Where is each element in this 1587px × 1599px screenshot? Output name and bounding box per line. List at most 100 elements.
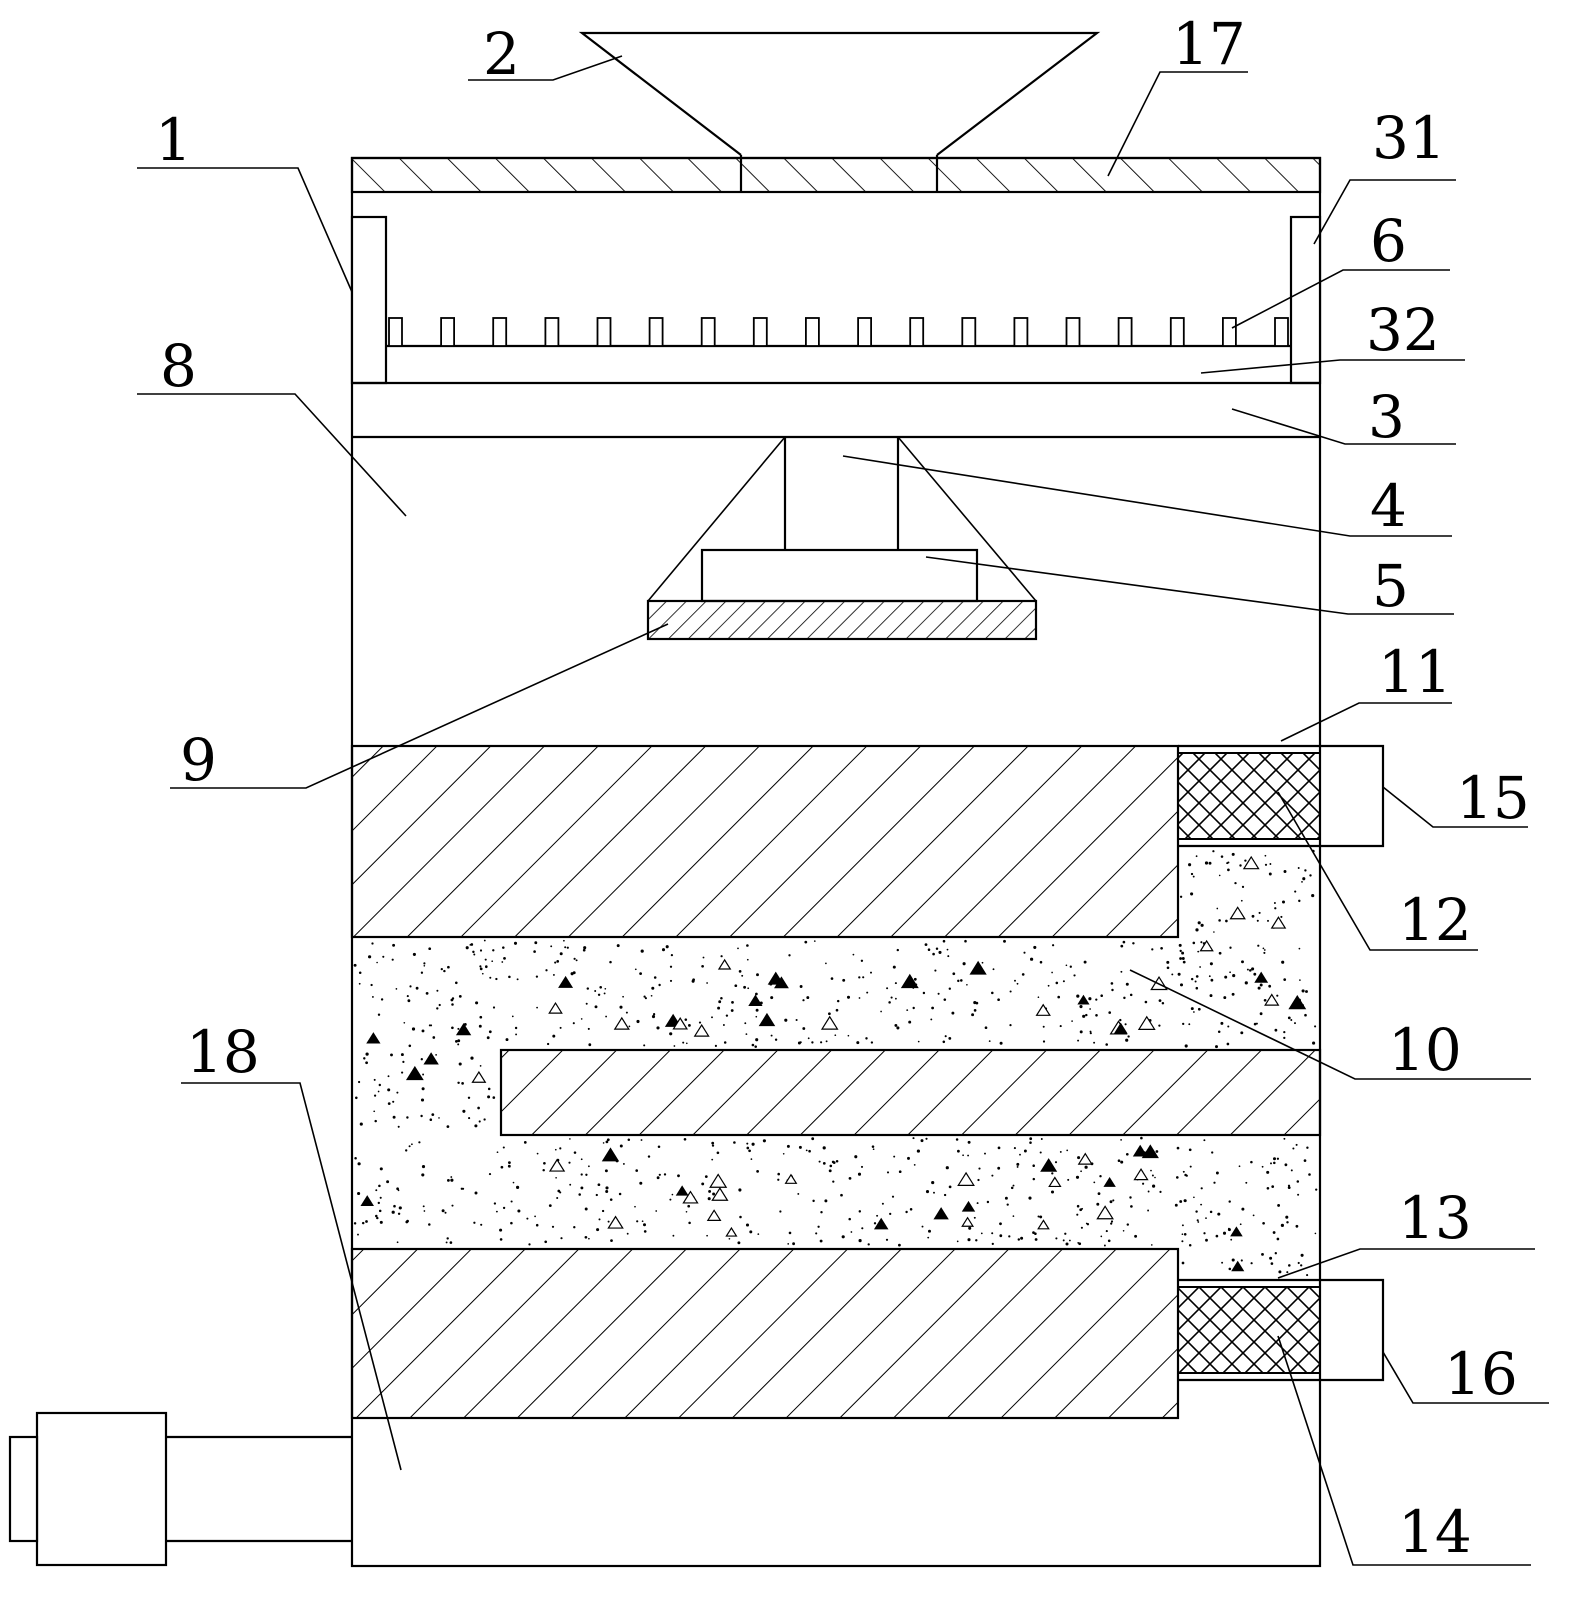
filter-grain: [1188, 863, 1192, 867]
filter-grain: [925, 1137, 928, 1140]
filter-grain: [1205, 1238, 1208, 1242]
filter-grain: [474, 1191, 478, 1195]
filter-grain: [580, 1018, 583, 1020]
filter-grain: [354, 1156, 357, 1160]
filter-grain: [1182, 1170, 1185, 1173]
filter-stone: [1230, 1226, 1243, 1237]
filter-grain: [387, 1075, 390, 1078]
filter-grain: [1085, 1013, 1088, 1017]
filter-grain: [893, 1155, 896, 1158]
leader-15: [1382, 786, 1528, 828]
filter-grain: [599, 986, 602, 989]
filter-grain: [1095, 1014, 1098, 1017]
filter-grain: [619, 1005, 623, 1009]
filter-grain: [1037, 1215, 1040, 1218]
filter-grain: [1184, 1044, 1188, 1048]
filter-grain: [927, 1236, 930, 1239]
upper-baffle: [350, 744, 1180, 939]
filter-grain: [470, 1056, 474, 1060]
filter-grain: [358, 971, 362, 974]
filter-grain: [569, 1138, 571, 1140]
filter-stone: [957, 1171, 975, 1186]
filter-grain: [1160, 946, 1163, 950]
filter-grain: [392, 1100, 395, 1103]
filter-grain: [755, 1038, 759, 1042]
filter-grain: [677, 1174, 680, 1178]
filter-grain: [597, 993, 601, 997]
filter-stone: [548, 1001, 563, 1014]
filter-grain: [528, 1243, 531, 1246]
filter-grain: [479, 949, 483, 952]
filter-grain: [1229, 971, 1231, 974]
filter-grain: [1220, 855, 1224, 858]
filter-grain: [618, 1192, 622, 1196]
filter-grain: [397, 1212, 401, 1216]
screen-tooth: [388, 317, 403, 347]
filter-grain: [938, 950, 942, 954]
filter-grain: [457, 1039, 461, 1043]
filter-grain: [725, 1014, 729, 1017]
filter-grain: [967, 1238, 971, 1242]
filter-grain: [1283, 1036, 1286, 1040]
leader-11: [1280, 702, 1452, 742]
filter-grain: [686, 1042, 688, 1045]
filter-grain: [634, 968, 637, 971]
filter-grain: [355, 1096, 358, 1100]
filter-grain: [422, 1073, 425, 1076]
filter-grain: [1240, 1031, 1244, 1035]
filter-grain: [387, 1102, 391, 1105]
filter-grain: [458, 995, 462, 998]
filter-grain: [661, 948, 666, 952]
filter-grain: [1301, 989, 1305, 993]
filter-grain: [502, 1206, 506, 1210]
filter-grain: [510, 1200, 513, 1203]
filter-grain: [1030, 957, 1034, 961]
filter-grain: [1240, 899, 1243, 902]
filter-grain: [560, 1237, 563, 1240]
filter-grain: [377, 1013, 381, 1016]
screen-tooth: [440, 317, 456, 347]
filter-grain: [375, 1214, 378, 1218]
filter-grain: [365, 1052, 369, 1056]
filter-grain: [1132, 942, 1135, 945]
filter-stone: [548, 1158, 566, 1172]
filter-grain: [1057, 995, 1061, 999]
filter-stone: [1229, 906, 1246, 920]
filter-grain: [819, 1239, 823, 1243]
filter-grain: [1109, 1200, 1113, 1204]
filter-grain: [916, 1149, 920, 1153]
filter-grain: [573, 957, 576, 960]
filter-grain: [688, 1024, 691, 1027]
filter-grain: [1047, 984, 1050, 987]
filter-grain: [583, 946, 587, 950]
filter-grain: [1269, 863, 1272, 865]
filter-grain: [1298, 947, 1301, 950]
filter-grain: [487, 1087, 491, 1091]
filter-stone: [933, 1207, 949, 1220]
filter-grain: [1278, 1270, 1282, 1274]
filter-grain: [957, 979, 960, 983]
filter-grain: [799, 1041, 802, 1044]
filter-grain: [470, 943, 474, 946]
filter-grain: [943, 998, 947, 1001]
filter-grain: [1240, 1259, 1243, 1262]
filter-grain: [1029, 1137, 1033, 1141]
filter-grain: [1216, 907, 1219, 910]
filter-grain: [1012, 1184, 1015, 1187]
filter-grain: [682, 1041, 685, 1044]
filter-grain: [1042, 1040, 1046, 1043]
filter-grain: [1197, 1007, 1201, 1011]
filter-grain: [870, 1041, 874, 1044]
filter-grain: [867, 1243, 870, 1246]
filter-grain: [656, 1026, 660, 1030]
filter-grain: [544, 1240, 548, 1244]
filter-grain: [409, 985, 412, 988]
filter-grain: [815, 1232, 818, 1235]
filter-grain: [379, 1196, 382, 1199]
filter-grain: [636, 1220, 639, 1223]
filter-grain: [1272, 1157, 1277, 1161]
filter-grain: [1285, 1215, 1289, 1219]
lower-filter-mesh: [1177, 1286, 1321, 1374]
filter-grain: [1185, 1174, 1188, 1177]
filter-grain: [717, 1006, 721, 1010]
